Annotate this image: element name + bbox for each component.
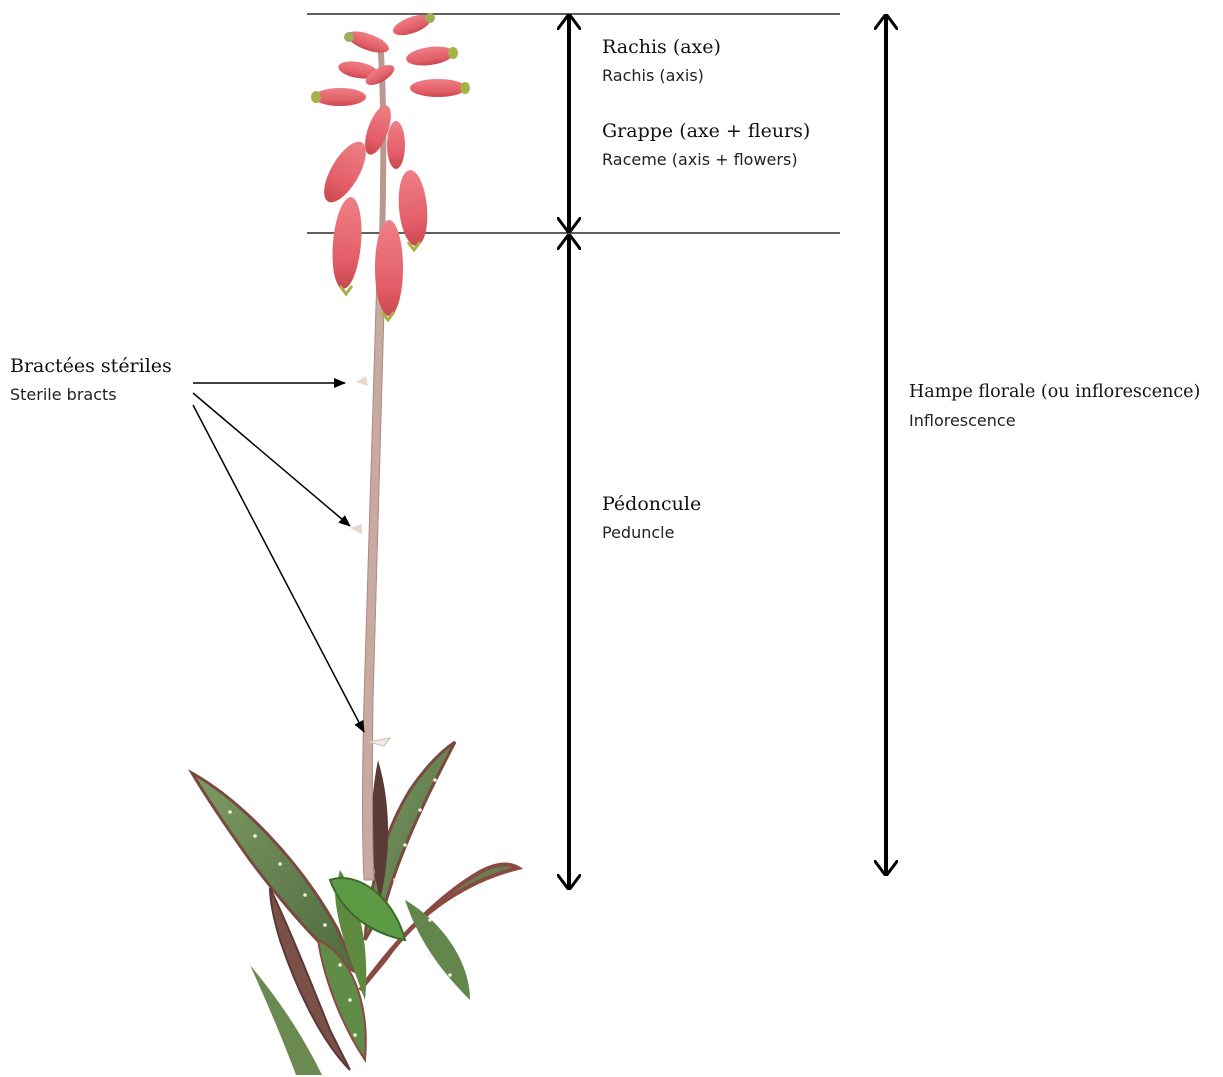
bract-mark-2	[350, 524, 362, 534]
bract-arrow-3	[193, 405, 364, 732]
label-peduncle: Pédoncule Peduncle	[602, 492, 701, 544]
bract-mark-1	[356, 376, 368, 386]
bract-arrow-2	[193, 393, 350, 526]
label-rachis-en: Rachis (axis)	[602, 65, 721, 87]
aloe-plant-illustration	[192, 11, 518, 1075]
label-inflorescence: Hampe florale (ou inflorescence) Inflore…	[909, 380, 1200, 432]
label-raceme-fr: Grappe (axe + fleurs)	[602, 119, 810, 143]
label-bracts-en: Sterile bracts	[10, 384, 172, 406]
label-peduncle-en: Peduncle	[602, 522, 701, 544]
label-rachis-fr: Rachis (axe)	[602, 35, 721, 59]
label-inflorescence-en: Inflorescence	[909, 410, 1200, 432]
label-peduncle-fr: Pédoncule	[602, 492, 701, 516]
label-bracts-fr: Bractées stériles	[10, 354, 172, 378]
label-raceme-en: Raceme (axis + flowers)	[602, 149, 810, 171]
label-bracts: Bractées stériles Sterile bracts	[10, 354, 172, 406]
raceme-flowers	[311, 11, 470, 320]
label-inflorescence-fr: Hampe florale (ou inflorescence)	[909, 380, 1200, 404]
leaf-rosette	[192, 742, 518, 1075]
label-raceme: Grappe (axe + fleurs) Raceme (axis + flo…	[602, 119, 810, 171]
label-rachis: Rachis (axe) Rachis (axis)	[602, 35, 721, 87]
